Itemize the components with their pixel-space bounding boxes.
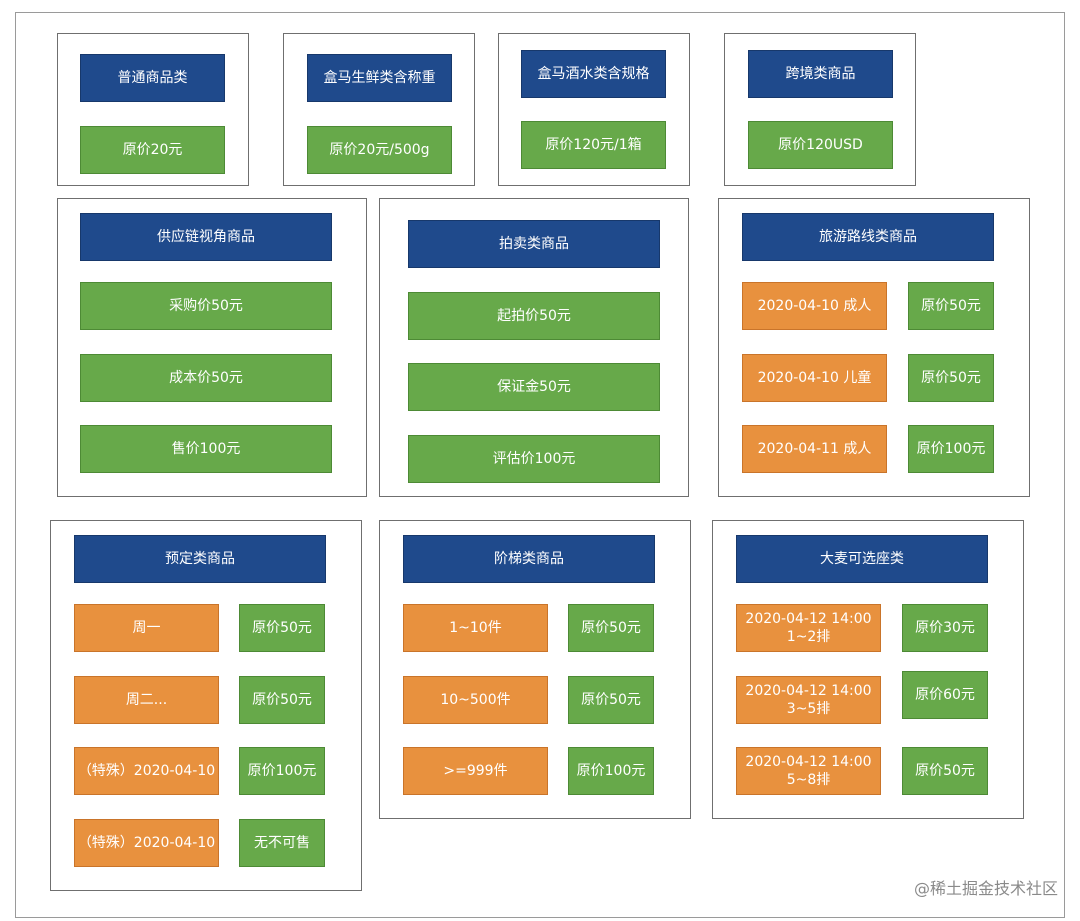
price-box: 原价50元	[908, 282, 994, 330]
price-box: 原价30元	[902, 604, 988, 652]
price-box: 原价20元	[80, 126, 225, 174]
price-box: 起拍价50元	[408, 292, 660, 340]
price-box: 原价50元	[239, 676, 325, 724]
group-title: 大麦可选座类	[736, 535, 988, 583]
watermark: @稀土掘金技术社区	[913, 879, 1058, 898]
group-title: 跨境类商品	[748, 50, 893, 98]
condition-box: 1~10件	[403, 604, 548, 652]
condition-box: 2020-04-12 14:00 5~8排	[736, 747, 881, 795]
price-box: 原价50元	[568, 604, 654, 652]
price-box: 原价50元	[239, 604, 325, 652]
condition-box: （特殊）2020-04-10	[74, 819, 219, 867]
group-title: 预定类商品	[74, 535, 326, 583]
condition-box: 2020-04-11 成人	[742, 425, 887, 473]
group-title: 盒马生鲜类含称重	[307, 54, 452, 102]
group-title: 旅游路线类商品	[742, 213, 994, 261]
price-box: 原价20元/500g	[307, 126, 452, 174]
group-title: 供应链视角商品	[80, 213, 332, 261]
price-box: 采购价50元	[80, 282, 332, 330]
price-box: 原价100元	[239, 747, 325, 795]
condition-box: >=999件	[403, 747, 548, 795]
price-box: 评估价100元	[408, 435, 660, 483]
group-title: 阶梯类商品	[403, 535, 655, 583]
price-box: 成本价50元	[80, 354, 332, 402]
price-box: 原价100元	[568, 747, 654, 795]
group-title: 普通商品类	[80, 54, 225, 102]
diagram-frame	[15, 12, 1065, 918]
price-box: 原价50元	[902, 747, 988, 795]
condition-box: 2020-04-10 儿童	[742, 354, 887, 402]
condition-box: 周二...	[74, 676, 219, 724]
price-box: 售价100元	[80, 425, 332, 473]
price-box: 原价120元/1箱	[521, 121, 666, 169]
price-box: 保证金50元	[408, 363, 660, 411]
group-title: 盒马酒水类含规格	[521, 50, 666, 98]
price-box: 原价100元	[908, 425, 994, 473]
price-box: 无不可售	[239, 819, 325, 867]
condition-box: （特殊）2020-04-10	[74, 747, 219, 795]
price-box: 原价60元	[902, 671, 988, 719]
group-title: 拍卖类商品	[408, 220, 660, 268]
price-box: 原价50元	[568, 676, 654, 724]
price-box: 原价120USD	[748, 121, 893, 169]
condition-box: 2020-04-12 14:00 3~5排	[736, 676, 881, 724]
condition-box: 10~500件	[403, 676, 548, 724]
condition-box: 2020-04-12 14:00 1~2排	[736, 604, 881, 652]
price-box: 原价50元	[908, 354, 994, 402]
condition-box: 2020-04-10 成人	[742, 282, 887, 330]
condition-box: 周一	[74, 604, 219, 652]
